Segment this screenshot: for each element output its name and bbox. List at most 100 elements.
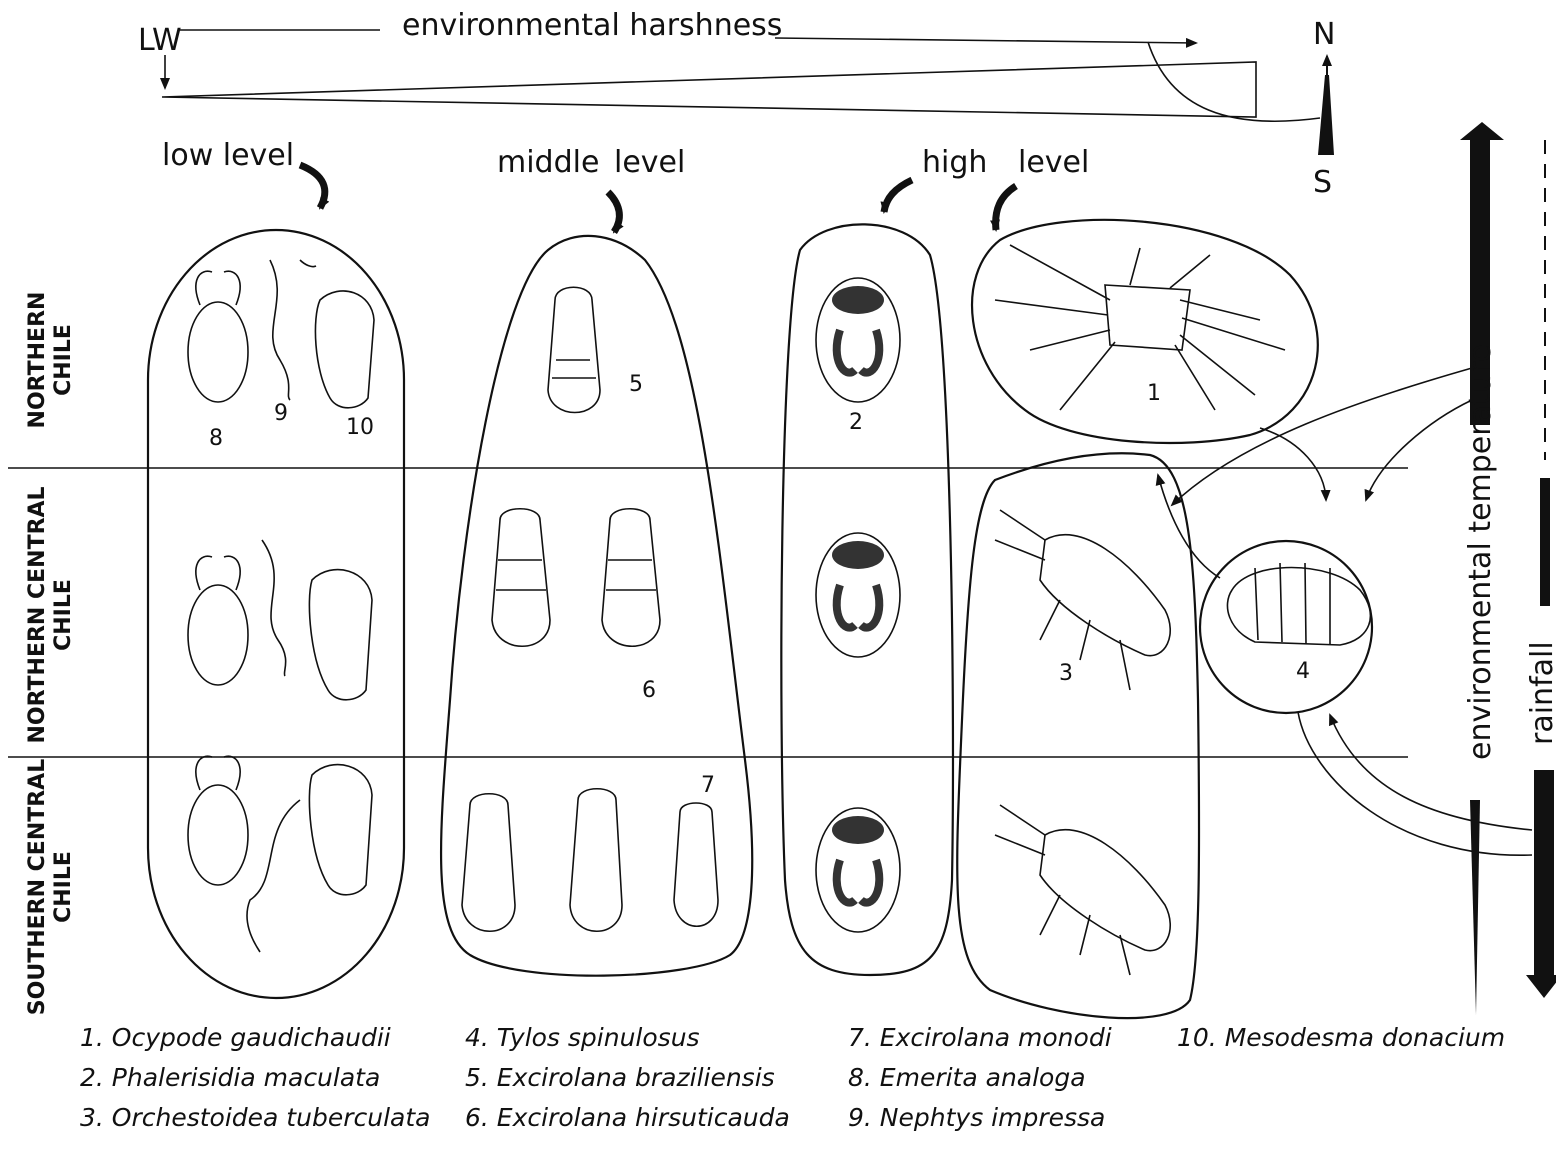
high-level-beetles: [816, 278, 900, 932]
excirolana-south-1: [462, 794, 515, 932]
excirolana-monodi: [674, 803, 718, 926]
emerita-northern-central: [188, 556, 248, 685]
compass-south: S: [1313, 165, 1332, 200]
middle-level-organisms: [462, 287, 718, 931]
mesodesma-north: [315, 291, 374, 408]
number-1: 1: [1147, 381, 1161, 406]
beetle-pronotum: [832, 286, 884, 314]
species-legend: 1. Ocypode gaudichaudii 2. Phalerisidia …: [0, 1010, 1556, 1155]
number-7: 7: [701, 773, 715, 798]
number-6: 6: [642, 678, 656, 703]
excirolana-hirsuticauda-left: [492, 509, 550, 647]
high-level-arrow: [996, 186, 1016, 230]
excirolana-braziliensis: [548, 287, 600, 412]
beetle-pronotum: [832, 816, 884, 844]
harshness-arrow: [775, 38, 1196, 43]
tylos-body: [1227, 568, 1370, 646]
high-arrow: [884, 180, 912, 212]
legend-item-4: 4. Tylos spinulosus: [465, 1023, 700, 1052]
harshness-curve: [1148, 42, 1320, 121]
number-4: 4: [1296, 659, 1310, 684]
arrow-rainfall-to-tylos: [1330, 715, 1532, 830]
rainfall-label: rainfall: [1525, 641, 1556, 745]
isopod-body: [492, 509, 550, 647]
compass-needle: [1318, 75, 1334, 155]
low-level-organisms: [188, 260, 374, 952]
beetle-northern-central: [816, 533, 900, 657]
temperature-bar-bottom: [1470, 800, 1480, 1015]
number-9: 9: [274, 401, 288, 426]
middle-label: middle: [497, 145, 599, 180]
crab-carapace: [1105, 285, 1190, 350]
nephtys-northern-central: [262, 540, 286, 676]
legend-item-3: 3. Orchestoidea tuberculata: [80, 1103, 430, 1132]
number-2: 2: [849, 410, 863, 435]
lw-label: LW: [138, 23, 182, 58]
level-labels: low level middle level high level: [162, 138, 1089, 232]
ocypode-crab: [995, 245, 1285, 410]
region-southern-central-line1: SOUTHERN CENTRAL: [25, 759, 50, 1015]
region-southern-central-line2: CHILE: [51, 851, 76, 923]
isopod-body: [674, 803, 718, 926]
region-northern-line2: CHILE: [51, 324, 76, 396]
isopod-body: [602, 509, 660, 647]
high-label: high: [922, 145, 987, 180]
isopod-body: [548, 287, 600, 412]
region-labels: NORTHERN CHILE NORTHERN CENTRAL CHILE SO…: [25, 292, 76, 1016]
legend-item-1: 1. Ocypode gaudichaudii: [80, 1023, 391, 1052]
arrow-temperature-to-amphipod: [1172, 368, 1472, 505]
number-8: 8: [209, 426, 223, 451]
region-northern-central-line1: NORTHERN CENTRAL: [25, 486, 50, 743]
orchestoidea-amphipods: [995, 510, 1170, 975]
isopod-body: [462, 794, 515, 932]
beetle-southern-central: [816, 808, 900, 932]
emerita-north: [188, 271, 248, 402]
legend-item-8: 8. Emerita analoga: [848, 1063, 1086, 1092]
legend-item-6: 6. Excirolana hirsuticauda: [465, 1103, 790, 1132]
legend-item-2: 2. Phalerisidia maculata: [80, 1063, 380, 1092]
harshness-wedge: [162, 62, 1256, 117]
amphipod-body-sc: [1040, 830, 1170, 951]
excirolana-south-2: [570, 789, 622, 932]
emerita-body: [188, 785, 248, 885]
region-northern-line1: NORTHERN: [25, 292, 50, 429]
emerita-body: [188, 302, 248, 402]
amphipod-body-nc: [1040, 535, 1170, 656]
mesodesma-southern-central: [309, 765, 372, 895]
compass: N S: [1313, 17, 1335, 200]
rainfall-gradient: rainfall: [1525, 140, 1556, 998]
legend-item-10: 10. Mesodesma donacium: [1177, 1023, 1505, 1052]
emerita-antennae: [196, 271, 240, 305]
temperature-gradient: environmental temperature: [1460, 122, 1504, 1015]
region-northern-central-line2: CHILE: [51, 579, 76, 651]
legend-item-9: 9. Nephtys impressa: [848, 1103, 1105, 1132]
number-5: 5: [629, 372, 643, 397]
excirolana-hirsuticauda-right: [602, 509, 660, 647]
compass-north: N: [1313, 17, 1335, 52]
rainfall-bar-bottom: [1526, 770, 1556, 998]
arrow-temperature-to-tylos: [1366, 400, 1472, 500]
temperature-label: environmental temperature: [1463, 344, 1498, 760]
beetle-north: [816, 278, 900, 402]
high-level-label: level: [1018, 145, 1089, 180]
mesodesma-northern-central: [309, 570, 372, 700]
low-level-label: low level: [162, 138, 294, 173]
number-3: 3: [1059, 661, 1073, 686]
low-level-arrow: [300, 165, 325, 208]
emerita-body: [188, 585, 248, 685]
nephtys-southern-central: [247, 800, 300, 952]
nephtys-north: [270, 260, 316, 400]
harshness-label: environmental harshness: [402, 8, 782, 43]
legend-item-7: 7. Excirolana monodi: [848, 1023, 1112, 1052]
emerita-southern-central: [188, 756, 248, 885]
tylos-isopod: [1227, 563, 1370, 645]
rainfall-bar-mid: [1540, 478, 1550, 606]
legend-item-5: 5. Excirolana braziliensis: [465, 1063, 775, 1092]
isopod-body: [570, 789, 622, 932]
beetle-pronotum: [832, 541, 884, 569]
middle-level-label: level: [614, 145, 685, 180]
number-10: 10: [346, 415, 374, 440]
harshness-header: LW environmental harshness: [138, 8, 1320, 121]
arrow-crab-to-tylos: [1260, 428, 1326, 500]
